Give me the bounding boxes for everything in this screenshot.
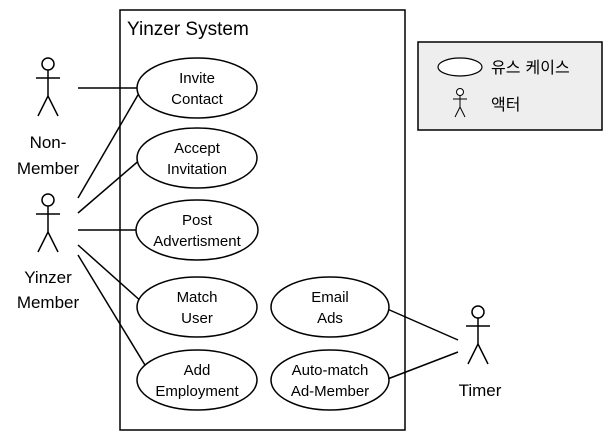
use-case-match-user: Match User	[136, 276, 258, 338]
stick-figure-icon	[36, 193, 60, 253]
use-case-label: Contact	[171, 91, 224, 108]
assoc-member-invite	[77, 87, 143, 199]
legend-use-case-label: 유스 케이스	[491, 58, 570, 77]
assoc-timer-email	[384, 307, 459, 341]
system-title: Yinzer System	[127, 19, 249, 40]
use-case-legend-icon	[437, 57, 483, 77]
assoc-timer-automatch	[384, 351, 459, 381]
assoc-member-match	[77, 244, 144, 304]
legend: 유스 케이스 액터	[417, 41, 603, 131]
actor-yinzer-member: Yinzer Member	[17, 193, 80, 312]
actor-label: Member	[17, 159, 80, 178]
associations	[77, 87, 459, 381]
assoc-member-accept	[77, 157, 143, 214]
actor-timer: Timer	[459, 305, 502, 400]
use-case-label: Auto-match	[292, 362, 369, 379]
legend-box	[417, 41, 603, 131]
actor-label: Member	[17, 293, 80, 312]
actor-non-member: Non- Member	[17, 57, 80, 178]
actor-label: Yinzer	[24, 268, 72, 287]
use-case-accept-invitation: Accept Invitation	[136, 127, 258, 189]
use-case-label: Match	[177, 289, 218, 306]
use-case-label: Invitation	[167, 161, 227, 178]
use-case-invite-contact: Invite Contact	[136, 57, 258, 119]
actor-label: Timer	[459, 381, 502, 400]
use-case-label: Ads	[317, 310, 343, 327]
stick-figure-icon	[466, 305, 490, 365]
actor-legend-icon	[453, 88, 467, 118]
actor-label: Non-	[30, 133, 67, 152]
use-case-label: Add	[184, 362, 211, 379]
use-case-label: Email	[311, 289, 349, 306]
use-case-post-advertisment: Post Advertisment	[135, 199, 259, 261]
legend-actor-label: 액터	[491, 95, 520, 114]
use-case-email-ads: Email Ads	[270, 276, 390, 338]
use-case-label: Advertisment	[153, 233, 241, 250]
use-case-auto-match-ad-member: Auto-match Ad-Member	[270, 349, 390, 411]
use-case-label: Post	[182, 212, 213, 229]
use-case-label: User	[181, 310, 213, 327]
stick-figure-icon	[36, 57, 60, 117]
use-case-add-employment: Add Employment	[136, 349, 258, 411]
use-case-label: Ad-Member	[291, 383, 369, 400]
assoc-member-employment	[77, 254, 149, 371]
use-case-label: Accept	[174, 140, 221, 157]
use-case-label: Employment	[155, 383, 239, 400]
use-case-label: Invite	[179, 70, 215, 87]
